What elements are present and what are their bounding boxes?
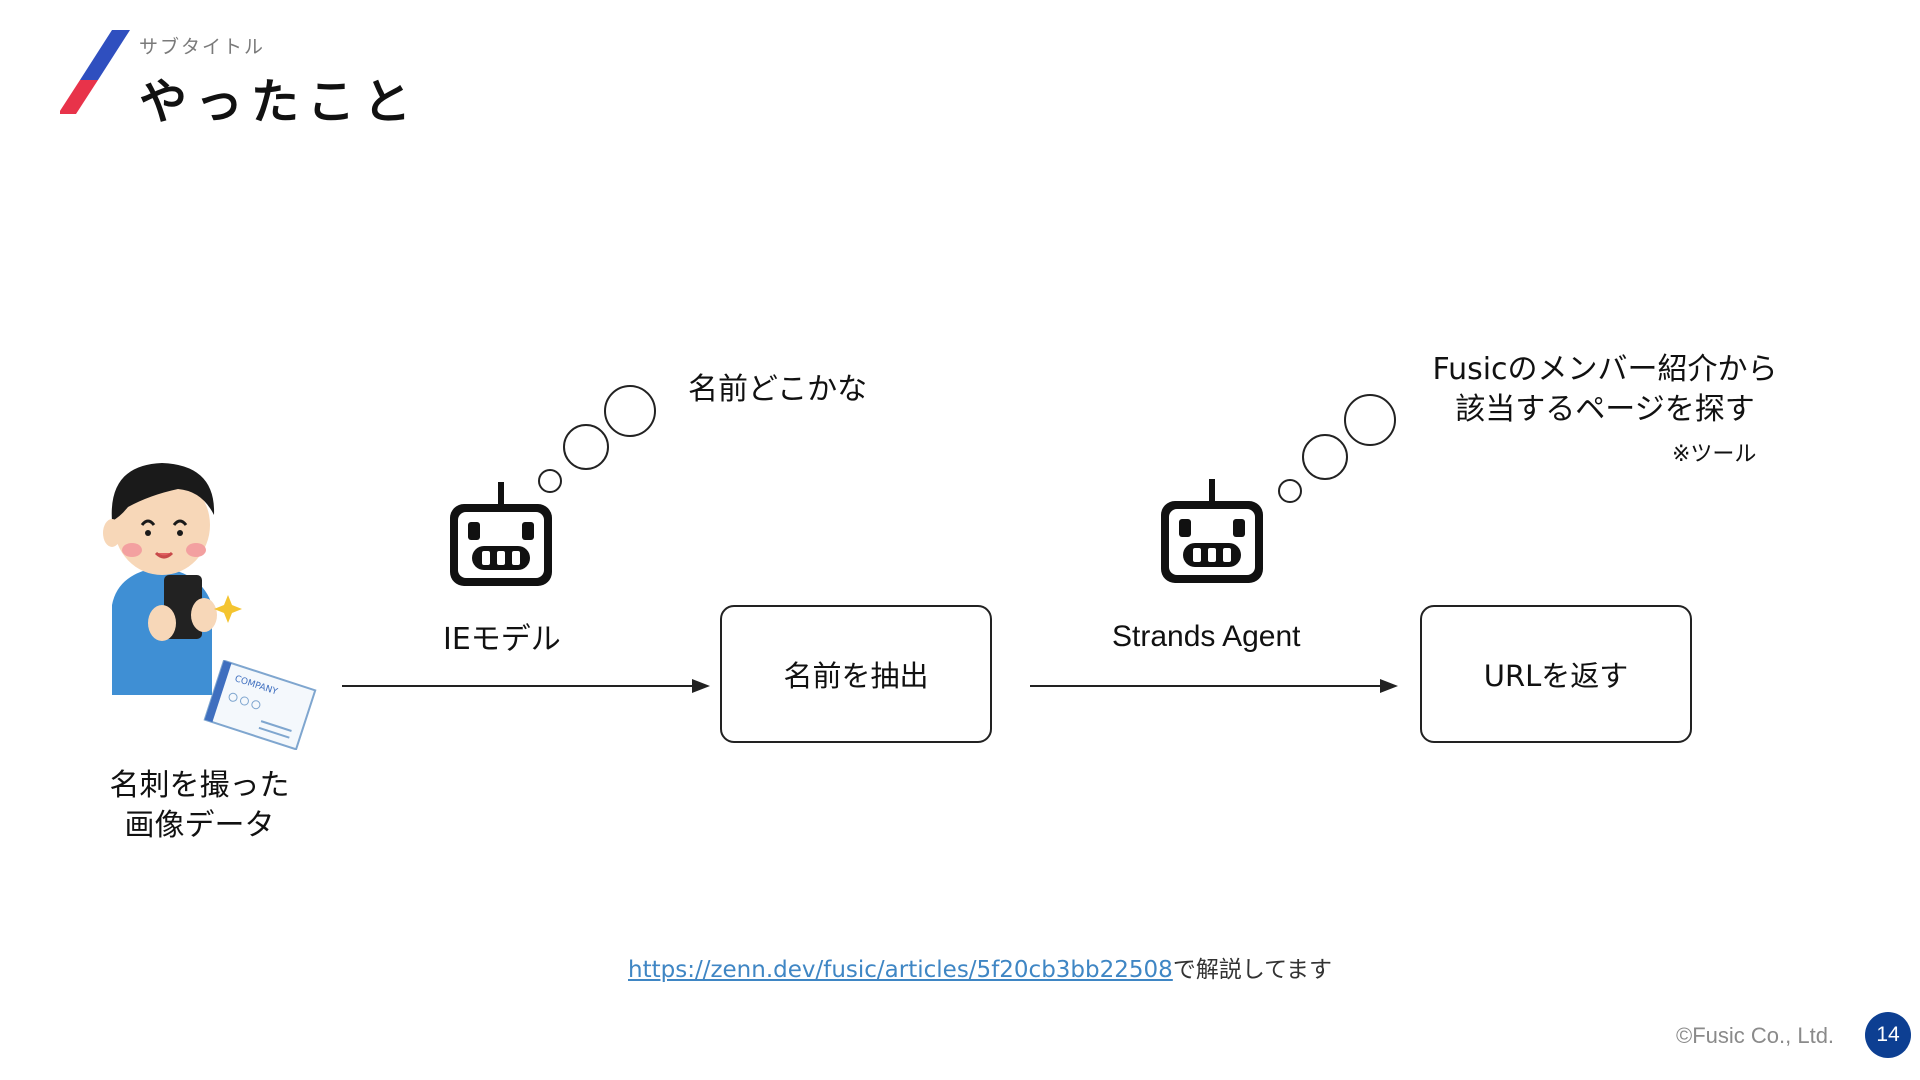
arrow-icon (342, 679, 710, 693)
person-caption-line1: 名刺を撮った (109, 768, 290, 803)
extract-name-box: 名前を抽出 (720, 605, 992, 743)
robot-icon (1161, 479, 1263, 583)
article-link[interactable]: https://zenn.dev/fusic/articles/5f20cb3b… (628, 957, 1173, 983)
model2-label: Strands Agent (1112, 620, 1301, 653)
copyright: ©Fusic Co., Ltd. (1676, 1023, 1835, 1048)
thought-bubble-icon (538, 385, 656, 493)
slide-title: やったこと (139, 74, 420, 130)
slide-subtitle: サブタイトル (139, 36, 266, 58)
tool-note: ※ツール (1672, 442, 1757, 467)
thought-bubble-icon (1278, 394, 1396, 503)
model2-thought: Fusicのメンバー紹介から 該当するページを探す (1420, 350, 1790, 430)
robot-icon (450, 482, 552, 586)
model1-thought: 名前どこかな (688, 372, 868, 407)
article-link-suffix: で解説してます (1172, 957, 1332, 983)
business-card-icon: COMPANY (203, 660, 317, 750)
page-number-badge: 14 (1865, 1012, 1911, 1058)
model2-thought-line1: Fusicのメンバー紹介から (1432, 352, 1778, 387)
person-with-phone-icon (103, 463, 242, 695)
arrow-icon (1030, 679, 1398, 693)
model2-thought-line2: 該当するページを探す (1455, 392, 1755, 427)
brand-slash-icon (60, 30, 130, 114)
footer-note: https://zenn.dev/fusic/articles/5f20cb3b… (628, 950, 1332, 984)
model1-label: IEモデル (443, 622, 561, 657)
return-url-box: URLを返す (1420, 605, 1692, 743)
person-caption: 名刺を撮った 画像データ (92, 766, 307, 846)
person-caption-line2: 画像データ (124, 808, 275, 843)
